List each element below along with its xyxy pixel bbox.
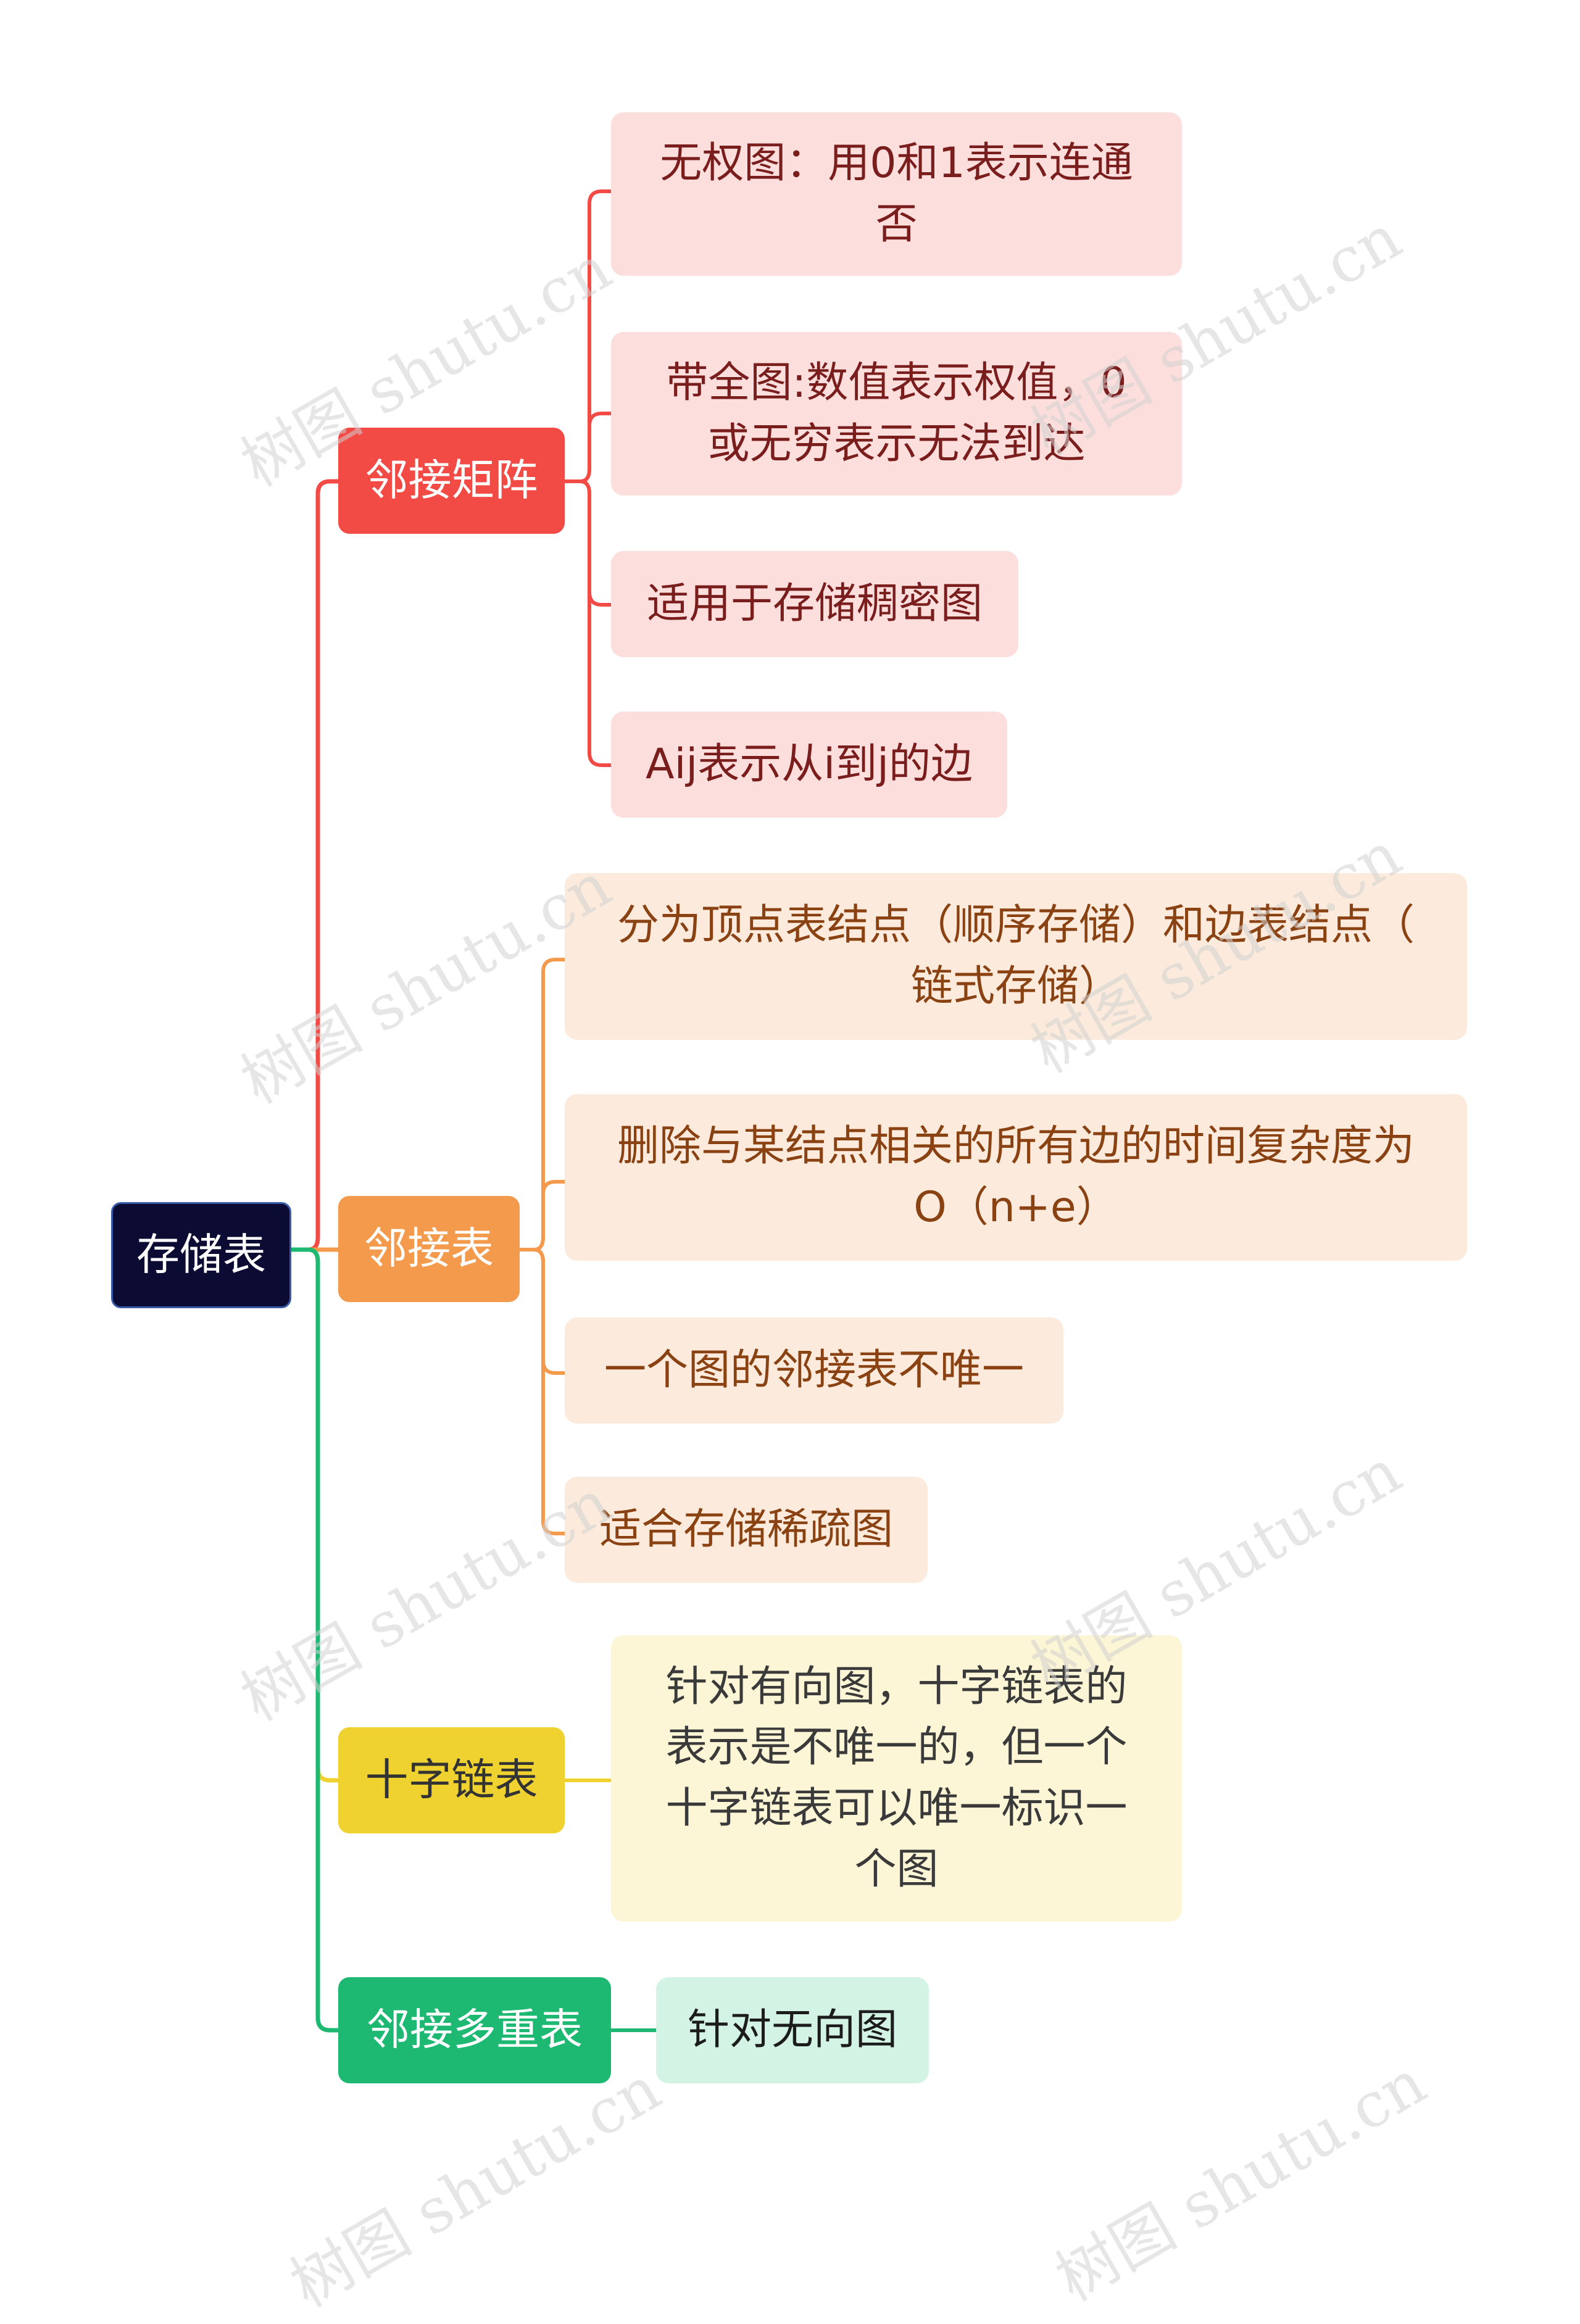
leaf-label: 无权图：用0和1表示连通 否 <box>660 138 1133 249</box>
leaf-matrix-aij[interactable]: Aij表示从i到j的边 <box>611 712 1007 818</box>
leaf-list-delete-complexity[interactable]: 删除与某结点相关的所有边的时间复杂度为 O（n+e） <box>565 1094 1467 1261</box>
leaf-label: 适合存储稀疏图 <box>599 1504 893 1554</box>
leaf-list-structure[interactable]: 分为顶点表结点（顺序存储）和边表结点（ 链式存储） <box>565 873 1467 1040</box>
leaf-multilist-undirected[interactable]: 针对无向图 <box>656 1977 929 2083</box>
leaf-list-sparse[interactable]: 适合存储稀疏图 <box>565 1477 928 1583</box>
connector-root-multilist <box>290 1247 338 2033</box>
branch-orthogonal-list[interactable]: 十字链表 <box>338 1727 565 1833</box>
leaf-label: 带全图:数值表示权值，0 或无穷表示无法到达 <box>666 358 1127 468</box>
branch-adjacency-list[interactable]: 邻接表 <box>338 1196 520 1302</box>
branch-label: 邻接表 <box>364 1223 494 1274</box>
connector-root-orthogonal <box>290 1247 338 1783</box>
leaf-list-not-unique[interactable]: 一个图的邻接表不唯一 <box>565 1318 1063 1424</box>
mind-map-canvas: 存储表 邻接矩阵 无权图：用0和1表示连通 否 带全图:数值表示权值，0 或无穷… <box>111 112 1467 2321</box>
branch-adjacency-multilist[interactable]: 邻接多重表 <box>338 1977 611 2083</box>
leaf-label: 删除与某结点相关的所有边的时间复杂度为 O（n+e） <box>617 1122 1415 1232</box>
leaf-label: 分为顶点表结点（顺序存储）和边表结点（ 链式存储） <box>617 901 1415 1011</box>
leaf-matrix-unweighted[interactable]: 无权图：用0和1表示连通 否 <box>611 112 1182 276</box>
branch-label: 十字链表 <box>365 1754 538 1806</box>
leaf-label: 针对有向图，十字链表的 表示是不唯一的，但一个 十字链表可以唯一标识一 个图 <box>665 1662 1128 1894</box>
leaf-matrix-dense[interactable]: 适用于存储稠密图 <box>611 551 1018 657</box>
root-node[interactable]: 存储表 <box>111 1202 291 1308</box>
leaf-label: Aij表示从i到j的边 <box>645 739 973 789</box>
leaf-label: 一个图的邻接表不唯一 <box>604 1345 1024 1395</box>
branch-adjacency-matrix[interactable]: 邻接矩阵 <box>338 428 565 534</box>
leaf-orthogonal-directed[interactable]: 针对有向图，十字链表的 表示是不唯一的，但一个 十字链表可以唯一标识一 个图 <box>611 1635 1182 1922</box>
leaf-matrix-weighted[interactable]: 带全图:数值表示权值，0 或无穷表示无法到达 <box>611 332 1182 496</box>
root-label: 存储表 <box>136 1229 266 1280</box>
leaf-label: 针对无向图 <box>687 2005 897 2054</box>
branch-label: 邻接多重表 <box>367 2004 583 2056</box>
branch-label: 邻接矩阵 <box>365 455 538 506</box>
connector-root-matrix <box>290 479 338 1252</box>
connector-lines <box>290 189 656 2033</box>
leaf-label: 适用于存储稠密图 <box>646 579 983 628</box>
